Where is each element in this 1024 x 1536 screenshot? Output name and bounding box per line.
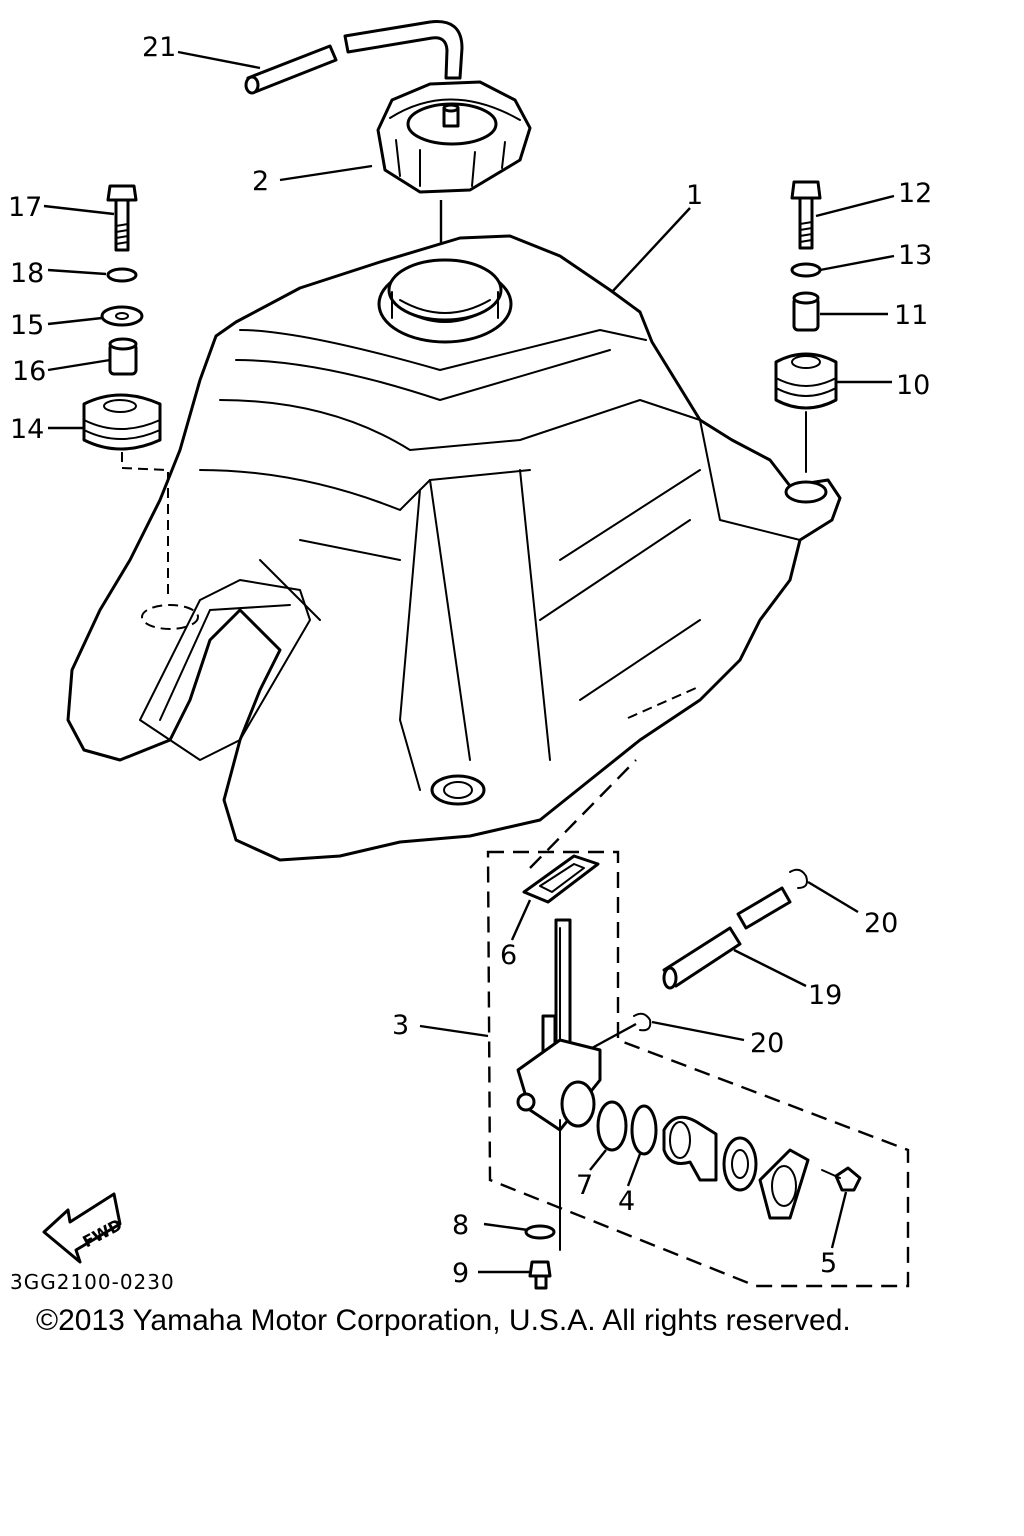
part-4-oring: [630, 1104, 658, 1156]
copyright-notice: ©2013 Yamaha Motor Corporation, U.S.A. A…: [36, 1304, 851, 1337]
part-7-diaphragm: [596, 1100, 628, 1152]
callout-15: 15: [10, 310, 44, 341]
part-21-breather-hose: [244, 20, 464, 95]
callout-17: 17: [8, 192, 42, 223]
part-6-gasket: [522, 854, 600, 904]
part-13-washer: [790, 262, 822, 278]
callout-19: 19: [808, 980, 842, 1011]
callout-8: 8: [452, 1210, 469, 1241]
callout-2: 2: [252, 166, 269, 197]
part-lever: [662, 1115, 718, 1182]
callout-20-upper: 20: [864, 908, 898, 939]
callout-9: 9: [452, 1258, 469, 1289]
callout-11: 11: [894, 300, 928, 331]
callout-13: 13: [898, 240, 932, 271]
part-16-collar: [108, 337, 138, 376]
part-14-damper: [82, 393, 169, 600]
callout-16: 16: [12, 356, 46, 387]
callout-7: 7: [576, 1170, 593, 1201]
callout-5: 5: [820, 1248, 837, 1279]
part-10-damper: [774, 352, 838, 473]
part-seal: [722, 1136, 758, 1192]
callout-4: 4: [618, 1186, 635, 1217]
part-19-fuel-hose: [662, 886, 792, 990]
callout-1: 1: [686, 180, 703, 211]
diagram-code: 3GG2100-0230: [10, 1270, 175, 1294]
callout-12: 12: [898, 178, 932, 209]
part-9-screw: [528, 1260, 552, 1290]
callout-14: 14: [10, 414, 44, 445]
part-3-fuel-cock: [516, 918, 602, 1251]
callout-labels: 21 2 1 17 18 15 16 14 12 13 11 10 20 6 1…: [8, 32, 932, 1289]
callout-21: 21: [142, 32, 176, 63]
callout-18: 18: [10, 258, 44, 289]
part-12-bolt: [790, 180, 822, 250]
part-15-washer: [100, 305, 144, 327]
leader-lines: [43, 50, 895, 1274]
fwd-arrow-icon: FWD: [42, 1192, 125, 1264]
part-2-fuel-cap: [376, 80, 532, 296]
callout-20-lower: 20: [750, 1028, 784, 1059]
part-8-washer: [524, 1224, 556, 1240]
callout-10: 10: [896, 370, 930, 401]
callout-3: 3: [392, 1010, 409, 1041]
part-1-fuel-tank: [66, 207, 842, 862]
part-20-clips: [633, 868, 808, 1032]
part-18-washer: [106, 267, 138, 283]
part-11-collar: [792, 291, 820, 332]
part-plate: [758, 1148, 810, 1220]
part-17-bolt: [106, 184, 138, 252]
part-5-screw: [821, 1166, 862, 1192]
fuel-cock-assembly-box: [486, 759, 910, 1288]
callout-6: 6: [500, 940, 517, 971]
